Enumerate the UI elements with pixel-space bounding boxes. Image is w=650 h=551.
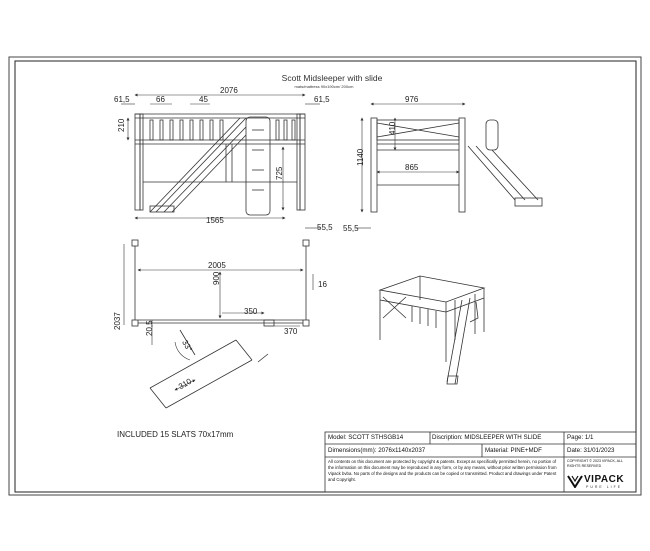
title-block-frame: [324, 431, 637, 493]
dim-2037: 2037: [113, 312, 122, 330]
dim-2005: 2005: [208, 261, 226, 270]
title-block-discription: Discription: MIDSLEEPER WITH SLIDE: [432, 434, 542, 441]
title-block-copyright: COPYRIGHT © 2023 VIPACK, ALL RIGHTS RESE…: [567, 459, 623, 468]
dim-725: 725: [275, 166, 284, 180]
dim-66: 66: [156, 95, 165, 104]
dim-900: 900: [212, 271, 221, 285]
plan-view: [131, 239, 310, 409]
dim-61-5-right: 61,5: [314, 95, 330, 104]
inner-border: [14, 60, 637, 493]
dim-55-5-front: 55,5: [317, 223, 333, 232]
title-block-legal-text: All contents on this document are protec…: [328, 459, 557, 482]
plan-view-dimensions: [123, 244, 314, 391]
vipack-logo-mark-icon: [567, 475, 583, 488]
dim-210: 210: [117, 118, 126, 132]
dim-976: 976: [405, 95, 419, 104]
dim-310: 310: [177, 376, 194, 391]
slats-note: INCLUDED 15 SLATS 70x17mm: [117, 430, 234, 439]
dim-2076: 2076: [220, 86, 238, 95]
vipack-logo: VIPACK PURE LIFE: [567, 473, 634, 490]
front-view: [134, 113, 306, 216]
dim-1565: 1565: [206, 216, 224, 225]
outer-border: [8, 56, 642, 496]
dim-20-5: 20,5: [145, 320, 154, 336]
vipack-brand-name: VIPACK: [584, 474, 625, 485]
dim-55-5-side: 55,5: [343, 224, 359, 233]
title-block-model: Model: SCOTT STHSGB14: [328, 434, 404, 441]
dim-16: 16: [318, 280, 327, 289]
dim-1140: 1140: [356, 148, 365, 166]
dim-45: 45: [199, 95, 208, 104]
title-block-material: Material: PINE+MDF: [485, 447, 542, 454]
dim-370: 370: [284, 327, 298, 336]
title-block-date: Date: 31/01/2023: [567, 447, 615, 454]
dim-865: 865: [405, 163, 419, 172]
side-view: [370, 117, 543, 213]
vipack-brand-tag: PURE LIFE: [586, 485, 623, 489]
dim-61-5-left: 61,5: [114, 95, 130, 104]
dim-350: 350: [244, 307, 258, 316]
dim-410: 410: [388, 121, 397, 135]
front-view-dimensions: [121, 93, 320, 229]
isometric-view: [378, 275, 486, 385]
title-block-page: Page: 1/1: [567, 434, 594, 441]
side-view-dimensions: [356, 102, 466, 229]
drawing-subtitle: mats/mattress 90x190cm/ 200cm: [295, 84, 355, 89]
drawing-title: Scott Midsleeper with slide: [282, 73, 383, 83]
dim-33-degrees: 33°: [180, 338, 194, 353]
title-block-dimensions: Dimensions(mm): 2076x1140x2037: [328, 447, 426, 454]
